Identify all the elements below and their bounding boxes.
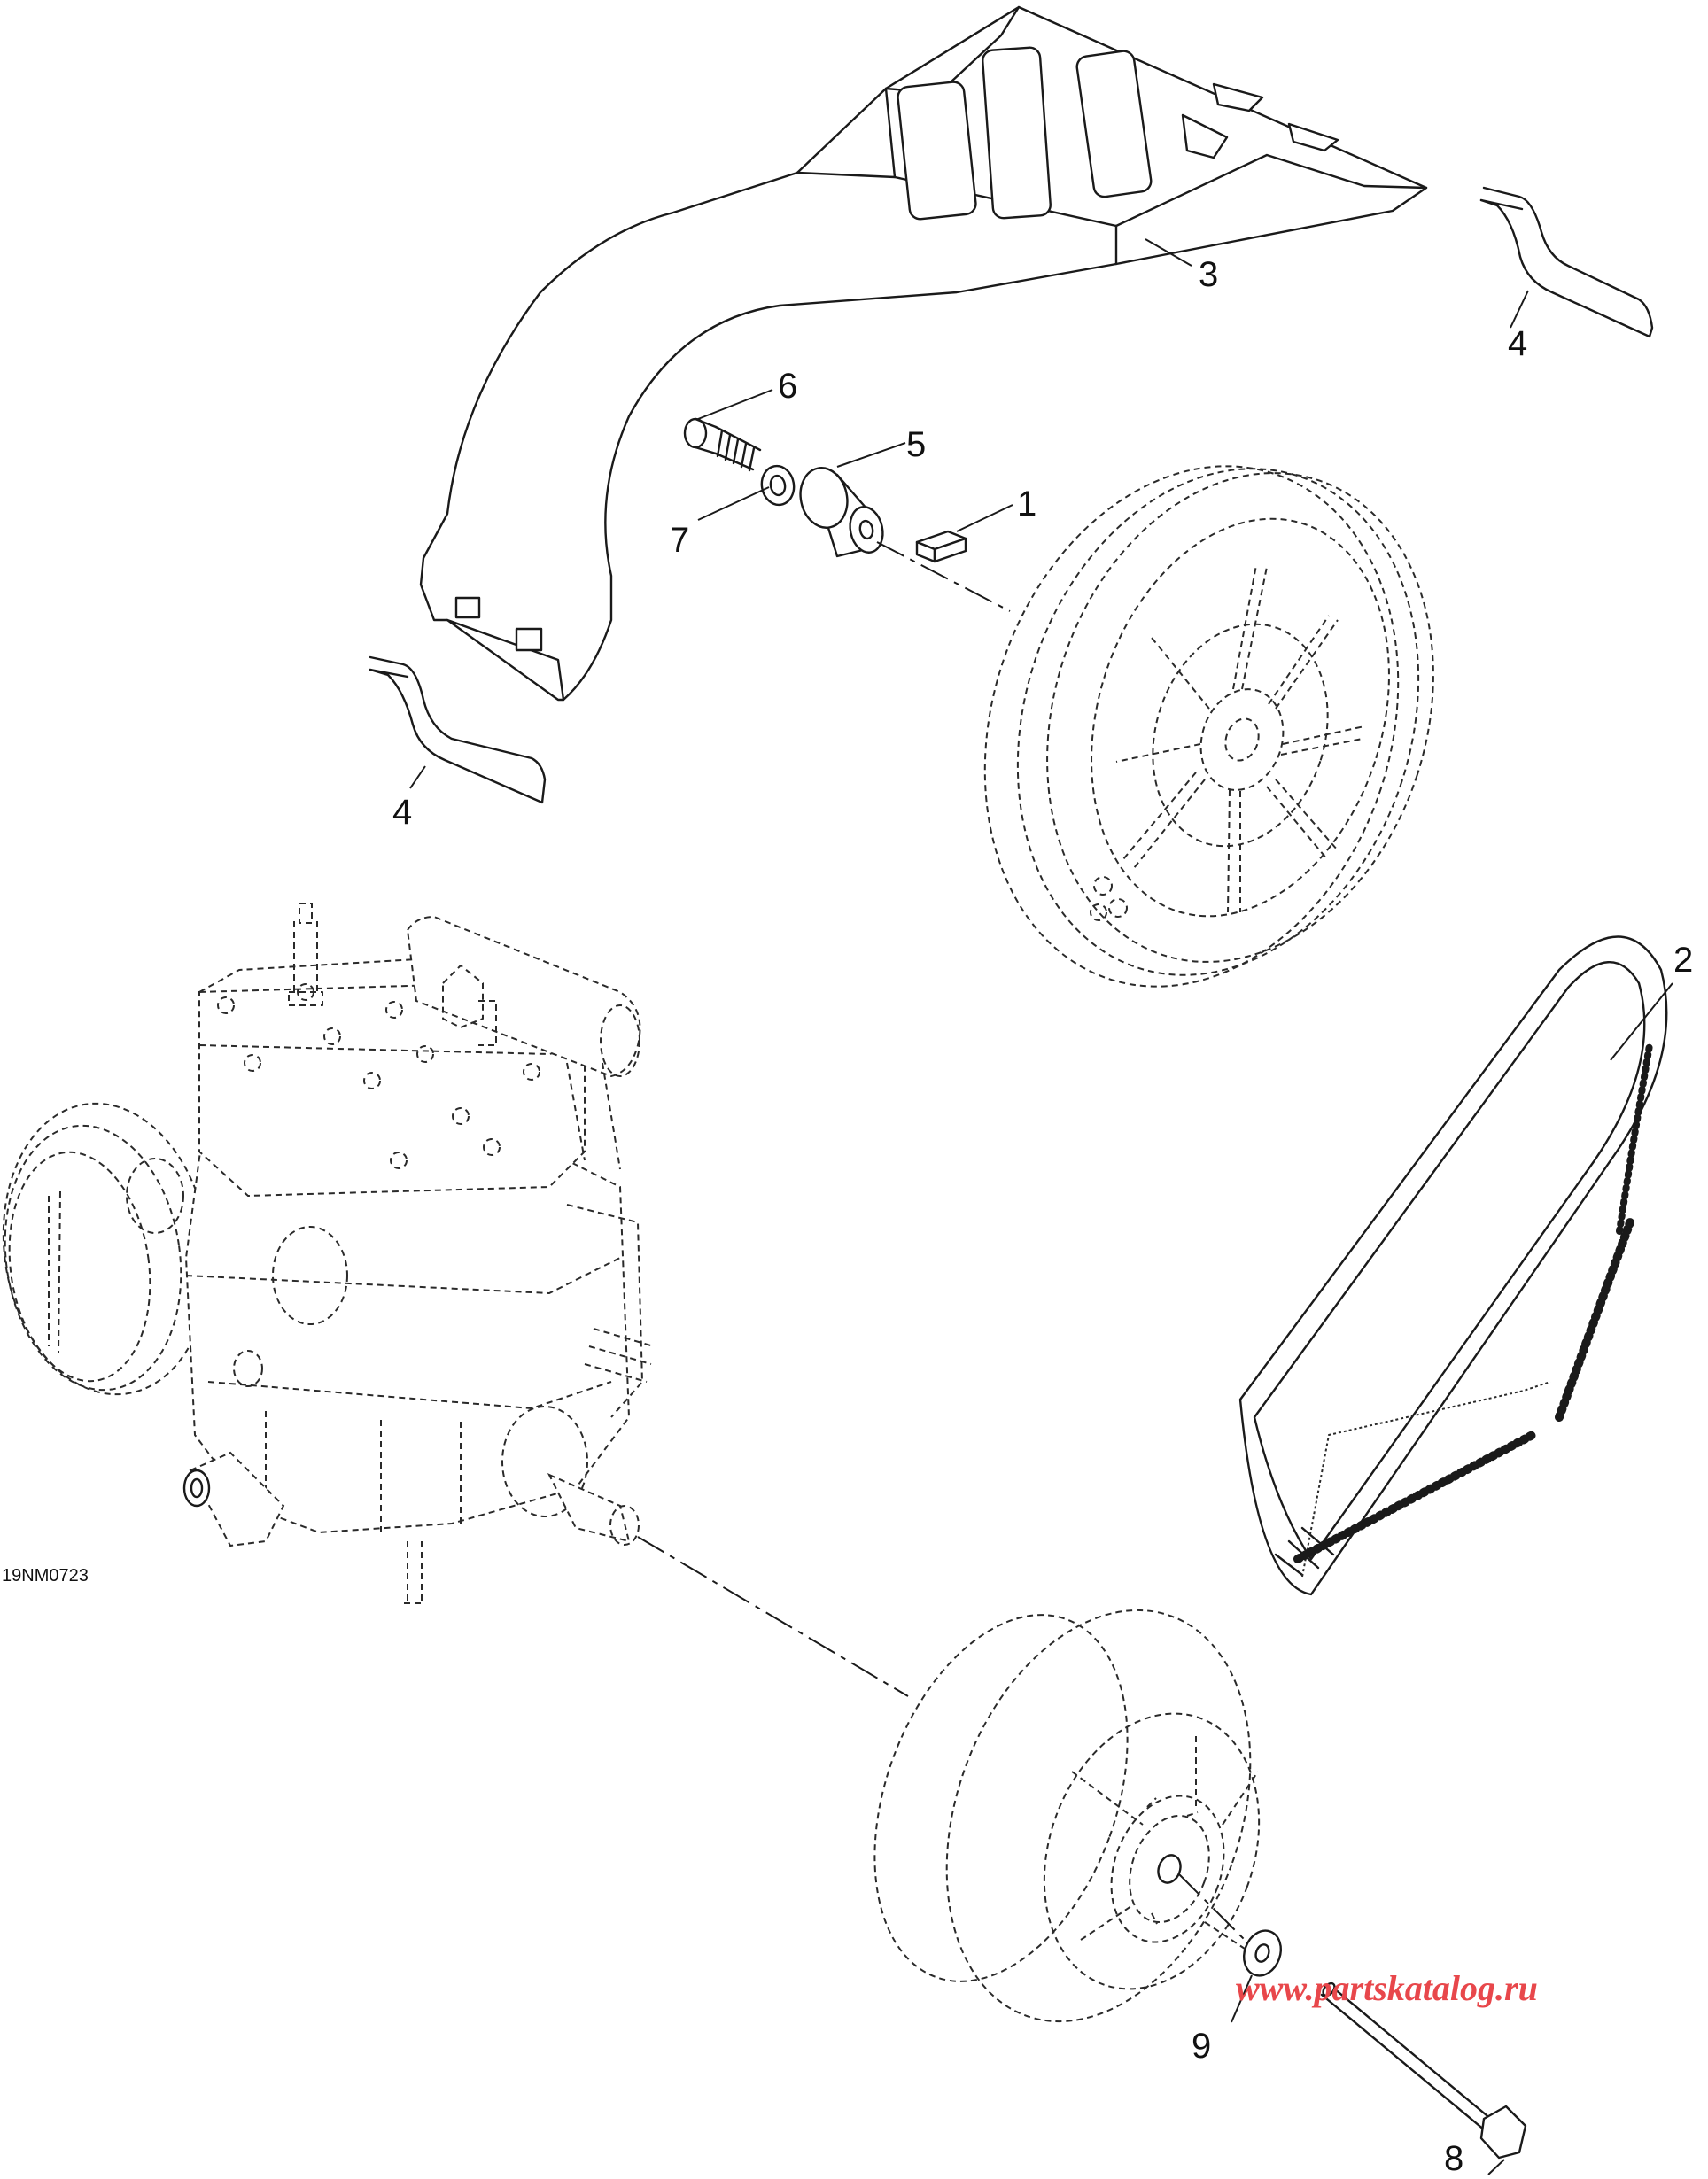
belt-guard [419,5,1428,702]
leader-7 [697,486,770,521]
leader-3 [1145,238,1192,267]
callout-4-left: 4 [392,793,412,832]
callout-9: 9 [1192,2027,1211,2066]
callout-7: 7 [670,521,689,560]
drive-belt [1238,935,1668,1596]
callout-3: 3 [1199,255,1218,294]
centerline-lower [637,1536,909,1697]
leader-4a [1510,290,1529,329]
washer-9 [1243,1929,1282,1977]
engine [2,903,655,1604]
retaining-clip-left [369,655,547,804]
key-1 [915,530,967,563]
bolt-6 [683,417,762,472]
leader-8 [1487,2159,1505,2175]
centerline-upper [876,541,1011,612]
drive-pulley [873,1609,1261,2023]
callout-2: 2 [1673,941,1693,980]
leader-1 [956,504,1013,532]
spacer-5 [799,467,884,558]
leader-2 [1610,982,1673,1061]
centerline-bolt [1177,1873,1246,1941]
leader-6 [697,389,773,420]
retaining-clip-right [1479,186,1654,338]
callout-5: 5 [906,425,926,464]
callout-4-right: 4 [1508,324,1527,363]
bolt-8 [1320,1981,1527,2160]
callout-8: 8 [1444,2139,1463,2178]
washer-7 [760,464,796,507]
leader-4b [409,765,426,789]
callout-6: 6 [778,367,797,406]
leader-9 [1231,1974,1253,2023]
callout-1: 1 [1017,485,1036,523]
figure-id: 19NM0723 [2,1566,89,1586]
driven-pulley [983,465,1434,988]
watermark: www.partskatalog.ru [1236,1968,1538,2008]
leader-5 [836,442,906,468]
